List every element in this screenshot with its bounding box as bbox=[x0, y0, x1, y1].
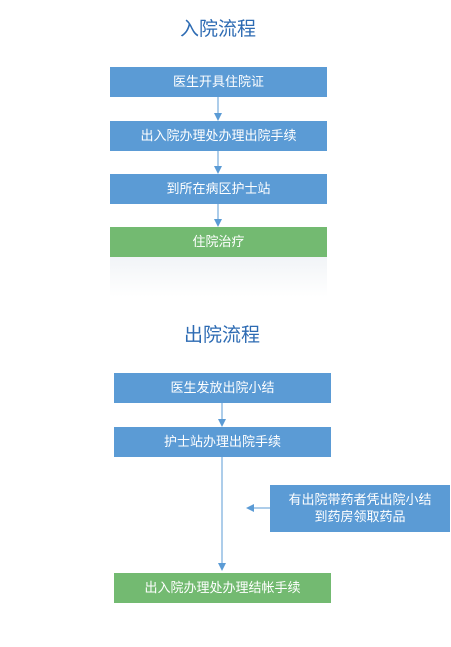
side-note-line-1: 有出院带药者凭出院小结 bbox=[288, 492, 432, 508]
admission-step-1: 医生开具住院证 bbox=[110, 67, 327, 97]
discharge-step-2: 护士站办理出院手续 bbox=[114, 427, 331, 457]
admission-step-4: 住院治疗 bbox=[110, 227, 327, 257]
admission-step-3: 到所在病区护士站 bbox=[110, 174, 327, 204]
discharge-title: 出院流程 bbox=[183, 324, 260, 346]
discharge-step-1: 医生发放出院小结 bbox=[114, 373, 331, 403]
side-note-line-2: 到药房领取药品 bbox=[314, 509, 406, 525]
discharge-step-3: 出入院办理处办理结帐手续 bbox=[114, 573, 331, 603]
discharge-side-note: 有出院带药者凭出院小结 到药房领取药品 bbox=[270, 485, 450, 532]
admission-title: 入院流程 bbox=[179, 18, 256, 40]
admission-step-2: 出入院办理处办理出院手续 bbox=[110, 121, 327, 151]
admission-shadow bbox=[110, 257, 327, 297]
